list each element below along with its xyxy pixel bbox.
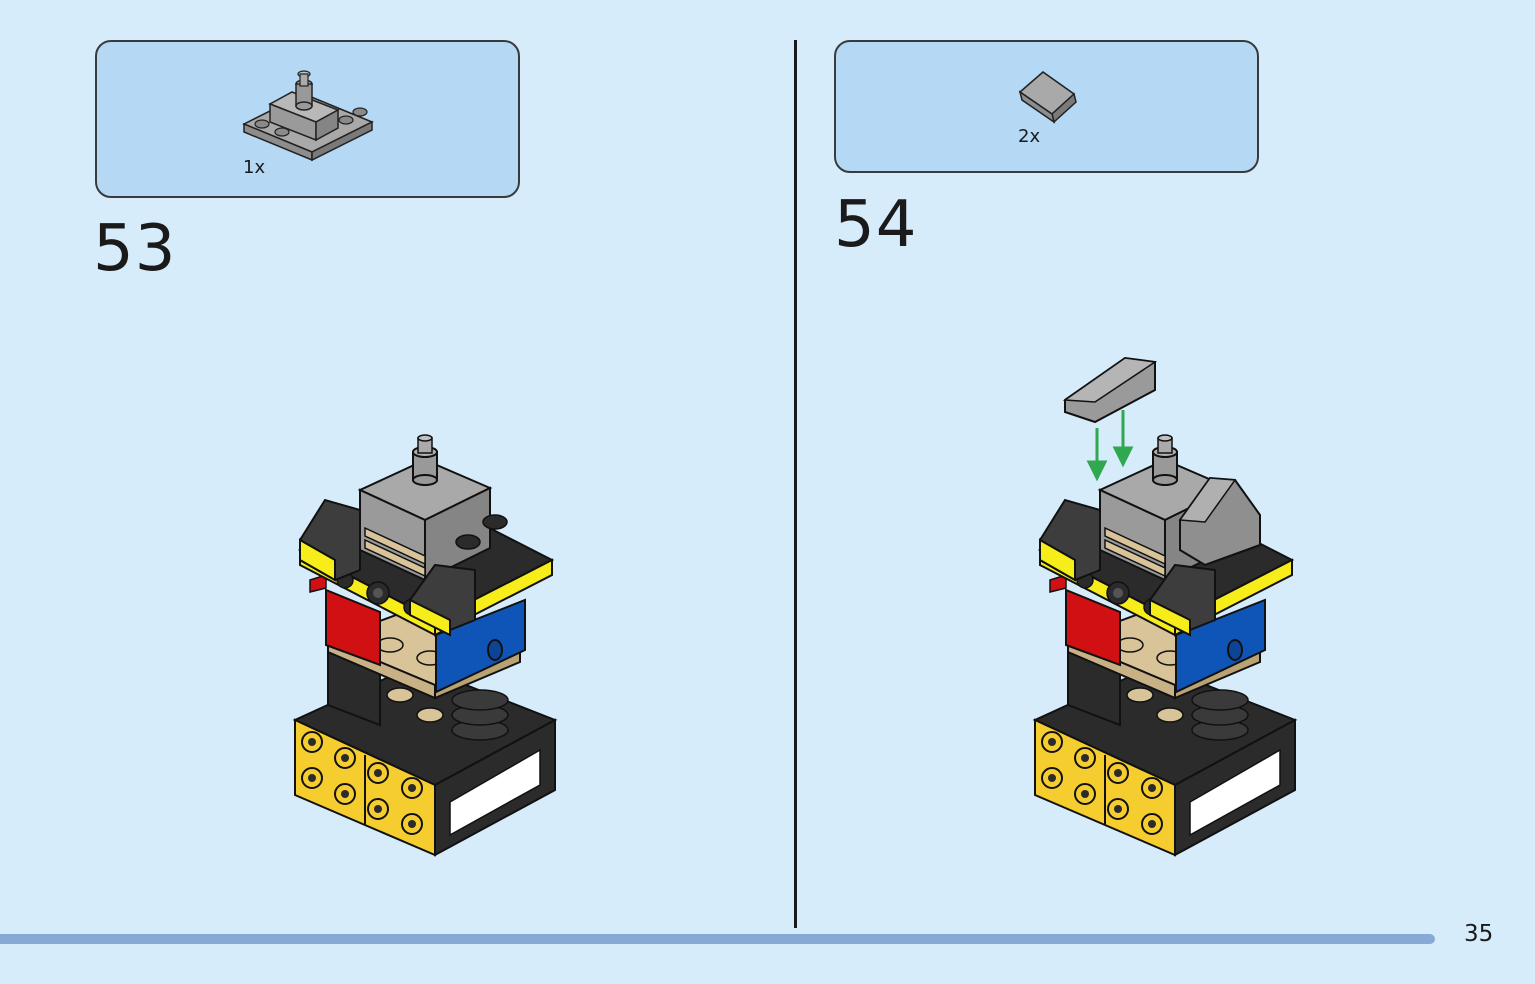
step-divider — [794, 40, 797, 928]
gray-plate-with-pin-icon — [242, 70, 374, 162]
step-53-model-illustration — [292, 434, 558, 857]
step-54-model-illustration — [1032, 356, 1298, 857]
step-54-number: 54 — [834, 188, 918, 262]
step-53-part-quantity: 1x — [243, 157, 266, 178]
step-53-parts-box: 1x — [95, 40, 520, 198]
step-53-number: 53 — [93, 212, 177, 286]
step-54-parts-box: 2x — [834, 40, 1259, 173]
progress-bar — [0, 934, 1435, 944]
gray-slope-tile-icon — [1018, 71, 1077, 124]
page-number: 35 — [1464, 921, 1494, 947]
step-54-part-quantity: 2x — [1018, 126, 1041, 147]
